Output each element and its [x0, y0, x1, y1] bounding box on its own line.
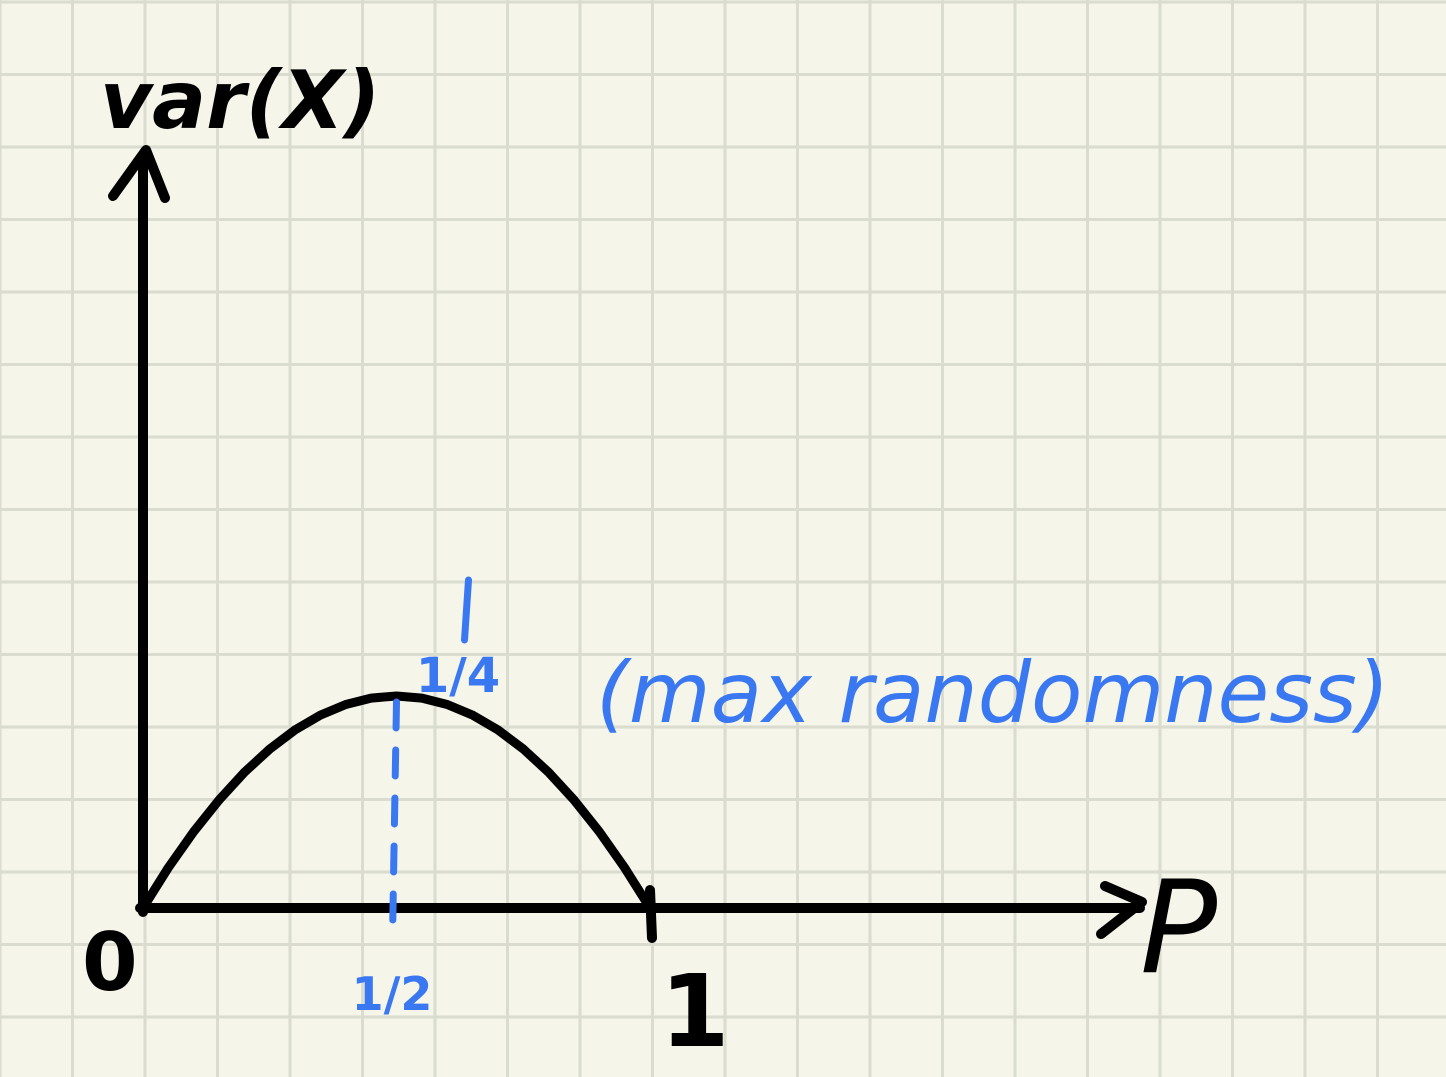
y-axis-label: var(X)	[100, 54, 380, 147]
origin-label: 0	[82, 916, 138, 1009]
x-axis-arrowhead	[1096, 881, 1147, 939]
x-tick-one	[645, 885, 657, 943]
x-axis-label: P	[1140, 854, 1217, 1003]
y-axis-arrowhead	[108, 145, 170, 203]
half-dashed-line	[389, 698, 400, 942]
x-tick-label-one: 1	[660, 953, 730, 1070]
x-tick-label-half: 1/2	[352, 967, 433, 1021]
peak-marker-tick	[461, 576, 472, 644]
variance-curve	[138, 691, 655, 913]
peak-value-label: 1/4	[416, 648, 500, 704]
max-randomness-annotation: (max randomness)	[596, 644, 1390, 742]
